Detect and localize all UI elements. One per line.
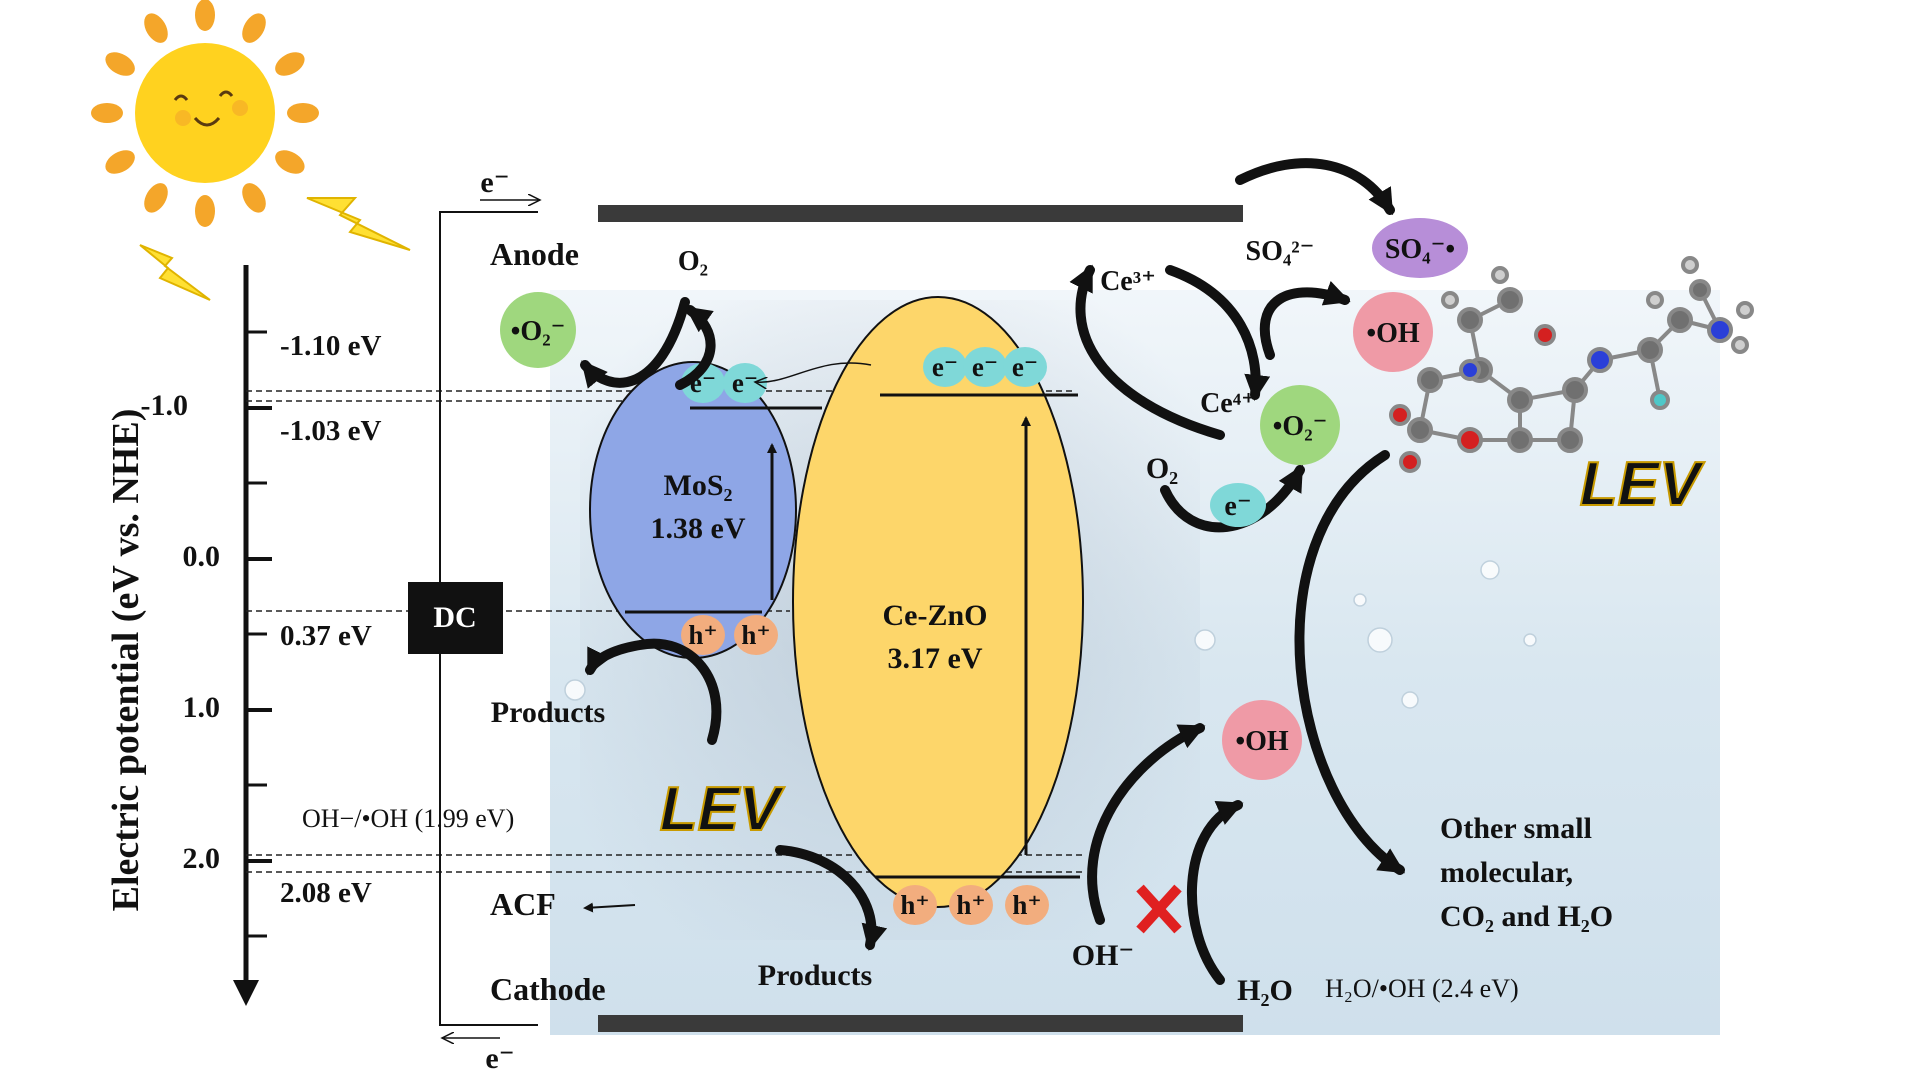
ce4-label: Ce⁴⁺ bbox=[1200, 388, 1256, 419]
hydroxyl-mid-label: •OH bbox=[1235, 726, 1289, 757]
mos2-gap: 1.38 eV bbox=[651, 512, 746, 545]
sulfate-radical-label: SO₄⁻• bbox=[1385, 234, 1455, 265]
sun-ray bbox=[144, 13, 168, 43]
cezno-hole-label: h⁺ bbox=[1012, 890, 1041, 920]
reaction-arrows bbox=[580, 158, 1406, 985]
superoxide-right-label: •O₂⁻ bbox=[1273, 411, 1328, 442]
level-label-mos2-cb: -1.03 eV bbox=[280, 415, 382, 447]
electron-label-top: e⁻ bbox=[480, 166, 509, 199]
cezno-electron-label: e⁻ bbox=[932, 352, 958, 382]
potential-axis: -1.0 0.0 1.0 2.0 Electric potential (eV … bbox=[105, 265, 272, 1006]
cezno-electron-badge bbox=[963, 347, 1007, 387]
lightning-bolt-icon bbox=[139, 197, 411, 301]
cezno-hole-badge bbox=[1005, 885, 1049, 925]
lev-right-label: LEV bbox=[1580, 450, 1705, 519]
axis-title: Electric potential (eV vs. NHE) bbox=[105, 409, 147, 912]
sun-ray bbox=[275, 150, 305, 174]
ce3-label: Ce³⁺ bbox=[1100, 266, 1156, 297]
sun-ray bbox=[144, 183, 168, 213]
cezno-hole-badge bbox=[893, 885, 937, 925]
level-label-h2o-redox: H₂O/•OH (2.4 eV) bbox=[1325, 974, 1519, 1003]
sun-ray bbox=[195, 0, 215, 31]
sun-ray bbox=[242, 183, 266, 213]
sun-ray bbox=[105, 52, 135, 76]
mos2-hole-badge bbox=[681, 615, 725, 655]
level-label-mos2-vb: 0.37 eV bbox=[280, 620, 372, 652]
acf-label: ACF bbox=[490, 886, 556, 922]
anode-label: Anode bbox=[490, 236, 579, 272]
cezno-gap: 3.17 eV bbox=[888, 642, 983, 675]
level-label-cezno-cb: -1.10 eV bbox=[280, 330, 382, 362]
final-products-line3: CO₂ and H₂O bbox=[1440, 900, 1613, 933]
electron-right-label: e⁻ bbox=[1224, 491, 1251, 522]
mos2-name: MoS₂ bbox=[664, 469, 733, 502]
cezno-hole-label: h⁺ bbox=[956, 890, 985, 920]
anode-plate bbox=[598, 205, 1243, 222]
level-label-oh-redox: OH−/•OH (1.99 eV) bbox=[302, 804, 514, 833]
mos2-hole-label: h⁺ bbox=[741, 620, 770, 650]
bubbles bbox=[564, 560, 1537, 709]
sun-ray bbox=[195, 195, 215, 227]
blocked-reaction-icon bbox=[1136, 884, 1182, 934]
cezno-carriers: e⁻ e⁻ e⁻ h⁺ h⁺ h⁺ bbox=[893, 347, 1049, 925]
dc-label: DC bbox=[433, 601, 476, 634]
circuit bbox=[408, 200, 1243, 1038]
cezno-electron-label: e⁻ bbox=[972, 352, 998, 382]
cathode-plate bbox=[598, 1015, 1243, 1032]
level-label-cezno-vb: 2.08 eV bbox=[280, 877, 372, 909]
cezno-hole-badge bbox=[949, 885, 993, 925]
mos2-hole-label: h⁺ bbox=[688, 620, 717, 650]
dc-source bbox=[408, 582, 503, 654]
cathode-label: Cathode bbox=[490, 971, 606, 1007]
sun-icon bbox=[91, 0, 319, 227]
products-upper-label: Products bbox=[491, 696, 605, 729]
hydroxyl-mid-badge bbox=[1222, 700, 1302, 780]
levofloxacin-molecule-icon bbox=[1389, 256, 1754, 473]
electron-right-badge bbox=[1210, 483, 1266, 527]
tick-label-minus1: -1.0 bbox=[141, 389, 189, 422]
mos2-hole-badge bbox=[734, 615, 778, 655]
cezno-name: Ce-ZnO bbox=[883, 599, 988, 632]
sun-ray bbox=[287, 103, 319, 123]
o2-right-label: O₂ bbox=[1146, 452, 1178, 485]
o2-left-label: O₂ bbox=[678, 246, 708, 277]
sun-ray bbox=[275, 52, 305, 76]
acf-arrow bbox=[583, 902, 636, 913]
hydroxyl-top-badge bbox=[1353, 292, 1433, 372]
electron-label-bottom: e⁻ bbox=[485, 1042, 514, 1075]
cezno-electron-label: e⁻ bbox=[1012, 352, 1038, 382]
mos2-electron-label: e⁻ bbox=[732, 368, 758, 398]
products-lower-label: Products bbox=[758, 959, 872, 992]
mos2-carriers: e⁻e⁻h⁺h⁺ bbox=[681, 363, 778, 655]
lev-left-label: LEV bbox=[660, 775, 785, 844]
final-products-line1: Other small bbox=[1440, 812, 1592, 845]
sun-ray bbox=[105, 150, 135, 174]
hydroxyl-top-label: •OH bbox=[1366, 318, 1420, 349]
mos2-electron-badge bbox=[723, 363, 767, 403]
final-products-line2: molecular, bbox=[1440, 856, 1573, 889]
water-label: H₂O bbox=[1237, 974, 1293, 1007]
sulfate-ion-label: SO₄²⁻ bbox=[1246, 236, 1315, 267]
superoxide-left-label: •O₂⁻ bbox=[511, 316, 566, 347]
cezno-hole-label: h⁺ bbox=[900, 890, 929, 920]
sun-ray bbox=[91, 103, 123, 123]
mos2-band bbox=[589, 361, 822, 659]
superoxide-left-badge bbox=[500, 292, 576, 368]
cezno-electron-badge bbox=[1003, 347, 1047, 387]
cezno-electron-badge bbox=[923, 347, 967, 387]
tick-label-2: 2.0 bbox=[183, 842, 221, 875]
cezno-band bbox=[755, 296, 1084, 908]
hydroxide-label: OH⁻ bbox=[1072, 939, 1135, 972]
tick-label-1: 1.0 bbox=[183, 691, 221, 724]
sun-ray bbox=[242, 13, 266, 43]
tick-label-0: 0.0 bbox=[183, 540, 221, 573]
sulfate-radical-badge bbox=[1372, 218, 1468, 278]
superoxide-right-badge bbox=[1260, 385, 1340, 465]
